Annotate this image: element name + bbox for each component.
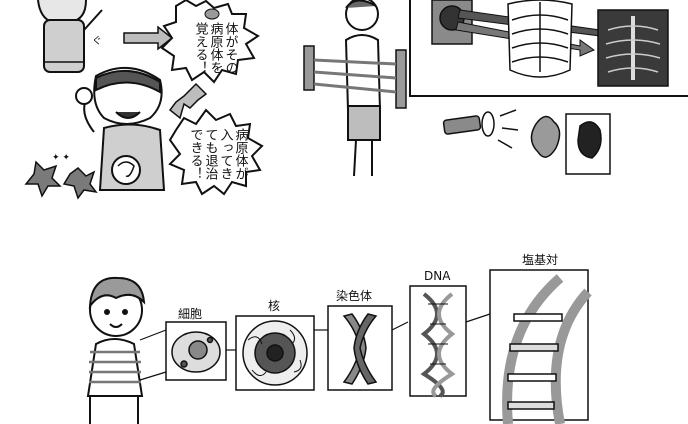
bubble-bottom-col-4: できる！ <box>188 128 203 180</box>
callout-lines <box>139 313 491 381</box>
bubble-top-col-3: 覚える！ <box>193 22 209 74</box>
speech-bubble-top: 体がその 病原体を 覚える！ <box>160 0 260 84</box>
xray-machine <box>431 0 473 45</box>
base-pair-panel <box>489 269 592 424</box>
label-nucleus: 核 <box>268 299 280 313</box>
label-cell: 細胞 <box>178 307 202 321</box>
speech-bubble-bottom: 病原体が 入ってき ても退治 できる！ <box>168 108 264 196</box>
kid-happy <box>75 66 166 191</box>
label-chromosome: 染色体 <box>336 288 372 303</box>
xray-frame <box>409 0 688 97</box>
nucleus-panel <box>235 315 315 391</box>
cell-panel <box>165 321 227 381</box>
kid-top-left: ぐ <box>37 0 103 73</box>
organ-shadow-card <box>565 113 611 175</box>
bubble-top-col-1: 体がその <box>223 22 239 74</box>
svg-text:✦ ✦: ✦ ✦ <box>52 153 70 163</box>
arrow-right-top <box>123 25 174 51</box>
flashlight-icon <box>442 109 519 149</box>
label-dna: DNA <box>424 269 451 283</box>
bubble-bottom-col-2: 入ってき <box>218 128 234 180</box>
svg-text:ぐ: ぐ <box>92 36 102 47</box>
germ-icon <box>204 8 220 20</box>
xray-plates <box>303 45 407 109</box>
bubble-bottom-col-3: ても退治 <box>203 128 219 180</box>
bubble-bottom-col-1: 病原体が <box>233 128 249 180</box>
bubble-top-col-2: 病原体を <box>208 22 224 74</box>
ribcage-icon <box>507 0 573 78</box>
organ-icon <box>530 115 561 158</box>
xray-film <box>597 9 669 87</box>
defeated-germs: ✦ ✦ <box>24 153 98 200</box>
label-base-pair: 塩基対 <box>522 252 558 267</box>
boy-character <box>86 276 146 424</box>
arrow-down-left <box>168 82 208 120</box>
chromosome-panel <box>327 305 393 391</box>
dna-panel <box>409 285 467 398</box>
xray-person <box>344 0 382 177</box>
